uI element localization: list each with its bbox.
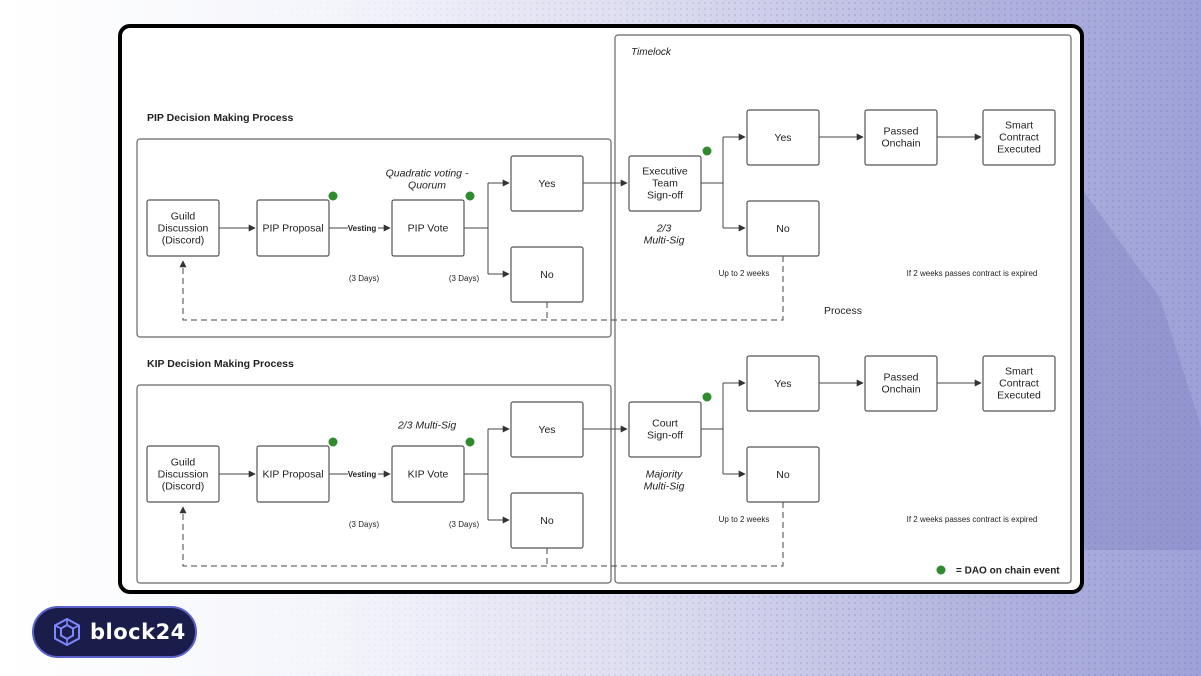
kip-yes-box	[510, 401, 584, 458]
pip-passed-label: Passed	[883, 126, 918, 138]
kip-process-frame	[136, 384, 612, 584]
kip-yes2-box	[746, 355, 820, 412]
pip-guild-box	[146, 199, 220, 257]
dao-event-dot	[465, 437, 475, 447]
kip-vesting-label: Vesting	[348, 470, 377, 479]
kip-yes2-label: Yes	[774, 378, 791, 390]
pip-vote-note: Quorum	[408, 180, 446, 192]
kip-guild-box	[146, 445, 220, 503]
kip-vote-note: 2/3 Multi-Sig	[397, 420, 457, 432]
kip-smart-box	[982, 355, 1056, 412]
pip-yes-box	[510, 155, 584, 212]
kip-passed-label: Passed	[883, 372, 918, 384]
kip-multisig-note: Majority	[646, 469, 684, 481]
pip-passed-box	[864, 109, 938, 166]
pip-multisig-note: 2/3	[656, 223, 672, 235]
dao-event-dot	[702, 146, 712, 156]
dao-event-dot	[328, 437, 338, 447]
kip-no2-label: No	[776, 469, 790, 481]
kip-vote-box	[391, 445, 465, 503]
pip-signoff-label: Team	[652, 178, 678, 190]
pip-vote-note: Quadratic voting -	[386, 168, 469, 180]
kip-signoff-label: Sign-off	[647, 430, 683, 442]
brand-name: block24	[90, 620, 186, 644]
pip-multisig-note: Multi-Sig	[644, 235, 685, 247]
pip-guild-label: Discussion	[158, 223, 209, 235]
pip-no2-box	[746, 200, 820, 257]
kip-vote-label: KIP Vote	[408, 469, 449, 481]
dao-event-dot	[702, 392, 712, 402]
kip-smart-label: Executed	[997, 390, 1041, 402]
kip-passed-box	[864, 355, 938, 412]
pip-no2-label: No	[776, 223, 790, 235]
pip-title: PIP Decision Making Process	[147, 112, 293, 124]
pip-signoff-label: Executive	[642, 166, 688, 178]
kip-multisig-note: Multi-Sig	[644, 481, 685, 493]
pip-guild-label: (Discord)	[162, 235, 205, 247]
pip-smart-label: Smart	[1005, 120, 1033, 132]
pip-expired-note: If 2 weeks passes contract is expired	[907, 269, 1038, 278]
kip-smart-label: Contract	[999, 378, 1039, 390]
dao-event-dot	[328, 191, 338, 201]
pip-guild-label: Guild	[171, 211, 196, 223]
dao-event-dot	[936, 565, 946, 575]
pip-vote-label: PIP Vote	[408, 223, 449, 235]
kip-proposal-box	[256, 445, 330, 503]
pip-signoff-box	[628, 155, 702, 212]
kip-passed-label: Onchain	[881, 384, 920, 396]
kip-yes-label: Yes	[538, 424, 555, 436]
pip-days-2: (3 Days)	[449, 274, 480, 283]
kip-title: KIP Decision Making Process	[147, 358, 294, 370]
pip-passed-label: Onchain	[881, 138, 920, 150]
kip-smart-label: Smart	[1005, 366, 1033, 378]
brand-logo: block24	[32, 606, 197, 658]
pip-no-box	[510, 246, 584, 303]
kip-no-label: No	[540, 515, 554, 527]
pip-smart-label: Contract	[999, 132, 1039, 144]
kip-days-2: (3 Days)	[449, 520, 480, 529]
kip-guild-label: (Discord)	[162, 481, 205, 493]
pip-feedback-loop	[179, 256, 784, 321]
kip-guild-label: Discussion	[158, 469, 209, 481]
pip-up-to-note: Up to 2 weeks	[719, 269, 770, 278]
kip-no2-box	[746, 446, 820, 503]
pip-yes2-label: Yes	[774, 132, 791, 144]
pip-smart-box	[982, 109, 1056, 166]
kip-up-to-note: Up to 2 weeks	[719, 515, 770, 524]
kip-proposal-label: KIP Proposal	[262, 469, 323, 481]
kip-guild-label: Guild	[171, 457, 196, 469]
cube-icon	[54, 617, 80, 647]
timelock-label: Timelock	[631, 47, 672, 58]
pip-days-1: (3 Days)	[349, 274, 380, 283]
pip-yes2-box	[746, 109, 820, 166]
kip-no-box	[510, 492, 584, 549]
pip-proposal-label: PIP Proposal	[262, 223, 323, 235]
pip-smart-label: Executed	[997, 144, 1041, 156]
pip-yes-label: Yes	[538, 178, 555, 190]
pip-signoff-label: Sign-off	[647, 190, 683, 202]
kip-days-1: (3 Days)	[349, 520, 380, 529]
pip-process-frame	[136, 138, 612, 338]
pip-no-label: No	[540, 269, 554, 281]
pip-vote-box	[391, 199, 465, 257]
kip-expired-note: If 2 weeks passes contract is expired	[907, 515, 1038, 524]
process-label: Process	[824, 305, 862, 317]
legend-label: = DAO on chain event	[956, 566, 1060, 577]
kip-signoff-label: Court	[652, 418, 678, 430]
kip-feedback-loop	[179, 502, 784, 567]
pip-proposal-box	[256, 199, 330, 257]
dao-event-dot	[465, 191, 475, 201]
kip-signoff-box	[628, 401, 702, 458]
timelock-panel	[614, 34, 1072, 584]
pip-vesting-label: Vesting	[348, 224, 377, 233]
